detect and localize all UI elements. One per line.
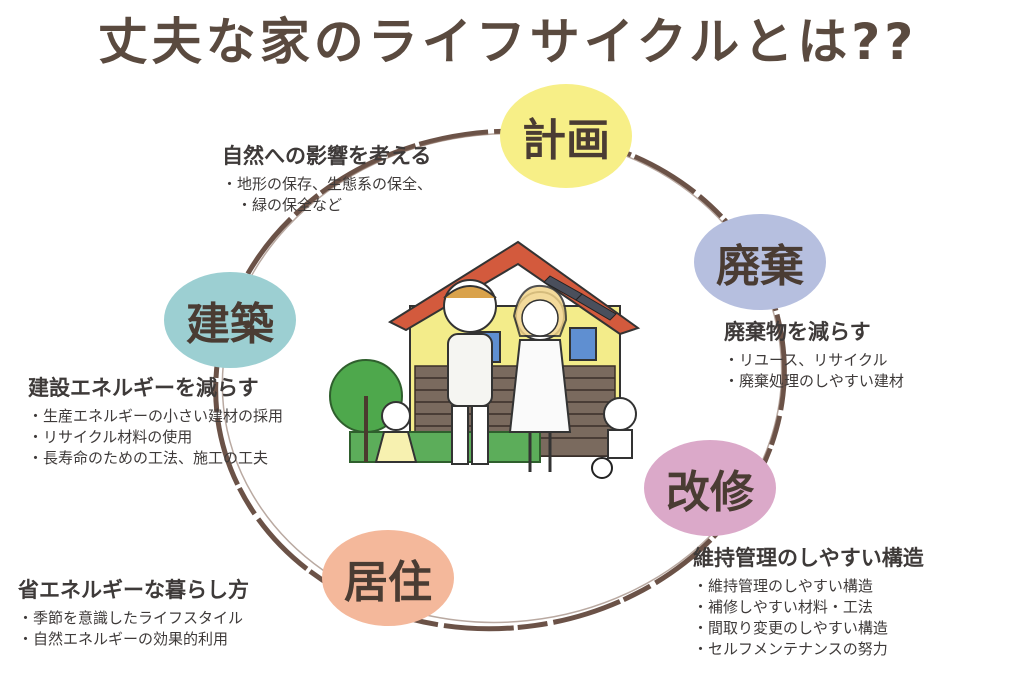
- construction-note-item: 生産エネルギーの小さい建材の採用: [28, 406, 283, 427]
- stage-disposal: 廃棄: [694, 214, 826, 310]
- residence-note-item: 自然エネルギーの効果的利用: [18, 629, 249, 650]
- plan-note-items: 地形の保存、生態系の保全、 緑の保全など: [222, 174, 432, 216]
- disposal-note: 廃棄物を減らす リユース、リサイクル 廃棄処理のしやすい建材: [724, 316, 904, 392]
- construction-note-items: 生産エネルギーの小さい建材の採用 リサイクル材料の使用 長寿命のための工法、施工…: [28, 406, 283, 469]
- residence-note-items: 季節を意識したライフスタイル 自然エネルギーの効果的利用: [18, 608, 249, 650]
- stage-renovation: 改修: [644, 440, 776, 536]
- stage-residence: 居住: [322, 530, 454, 626]
- renovation-note: 維持管理のしやすい構造 維持管理のしやすい構造 補修しやすい材料・工法 間取り変…: [693, 542, 924, 660]
- renovation-note-heading: 維持管理のしやすい構造: [693, 546, 924, 570]
- stage-plan: 計画: [500, 84, 632, 188]
- renovation-note-item: セルフメンテナンスの努力: [693, 639, 924, 660]
- construction-note-item: 長寿命のための工法、施工の工夫: [28, 448, 283, 469]
- plan-note-item: 地形の保存、生態系の保全、: [222, 174, 432, 195]
- stage-renovation-label: 改修: [666, 467, 754, 518]
- construction-note: 建設エネルギーを減らす 生産エネルギーの小さい建材の採用 リサイクル材料の使用 …: [28, 372, 283, 469]
- disposal-note-items: リユース、リサイクル 廃棄処理のしやすい建材: [724, 350, 904, 392]
- disposal-note-item: 廃棄処理のしやすい建材: [724, 371, 904, 392]
- plan-note-heading: 自然への影響を考える: [222, 144, 432, 168]
- disposal-note-item: リユース、リサイクル: [724, 350, 904, 371]
- solar-panel-icon: [543, 275, 617, 321]
- renovation-note-item: 維持管理のしやすい構造: [693, 576, 924, 597]
- plan-note: 自然への影響を考える 地形の保存、生態系の保全、 緑の保全など: [222, 140, 432, 216]
- girl-figure: [374, 401, 418, 463]
- residence-note: 省エネルギーな暮らし方 季節を意識したライフスタイル 自然エネルギーの効果的利用: [18, 574, 249, 650]
- construction-note-heading: 建設エネルギーを減らす: [28, 376, 259, 400]
- boy-figure: [591, 397, 637, 479]
- construction-note-item: リサイクル材料の使用: [28, 427, 283, 448]
- renovation-note-items: 維持管理のしやすい構造 補修しやすい材料・工法 間取り変更のしやすい構造 セルフ…: [693, 576, 924, 660]
- roof: [387, 240, 641, 336]
- stage-residence-label: 居住: [344, 557, 432, 608]
- disposal-note-heading: 廃棄物を減らす: [724, 320, 871, 344]
- stage-construction-label: 建築: [186, 299, 274, 350]
- stage-plan-label: 計画: [522, 115, 610, 166]
- stage-construction: 建築: [164, 272, 296, 368]
- renovation-note-item: 補修しやすい材料・工法: [693, 597, 924, 618]
- family-house-illustration: [329, 240, 641, 479]
- residence-note-heading: 省エネルギーな暮らし方: [18, 578, 249, 602]
- page-title: 丈夫な家のライフサイクルとは??: [97, 13, 918, 71]
- residence-note-item: 季節を意識したライフスタイル: [18, 608, 249, 629]
- mother-figure: [508, 284, 572, 472]
- father-figure: [443, 279, 497, 465]
- plan-note-item: 緑の保全など: [222, 195, 432, 216]
- renovation-note-item: 間取り変更のしやすい構造: [693, 618, 924, 639]
- soccer-ball-icon: [591, 457, 613, 479]
- stage-disposal-label: 廃棄: [716, 241, 804, 292]
